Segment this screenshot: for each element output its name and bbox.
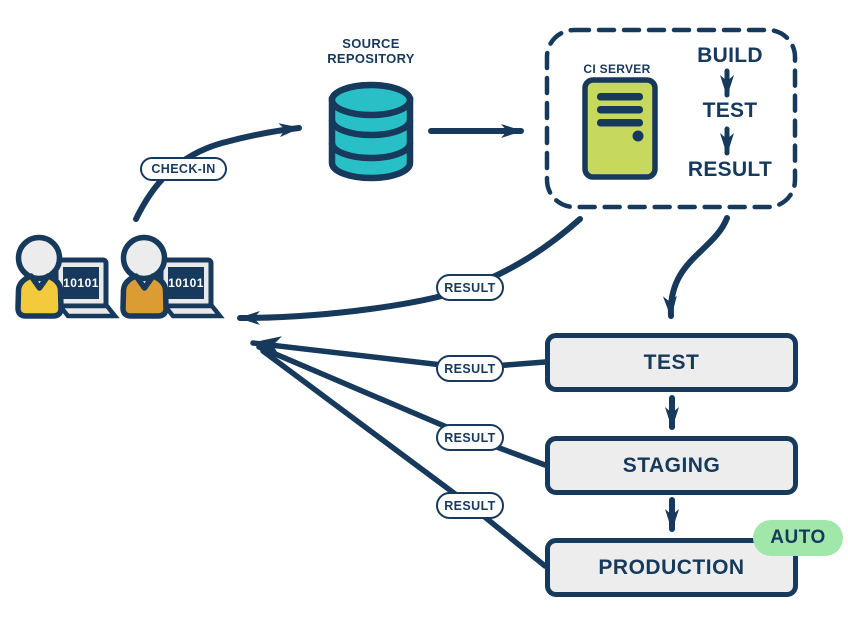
database-icon — [328, 81, 414, 182]
developer-head — [120, 234, 168, 282]
result-arrow-from-ci — [237, 216, 583, 325]
env-box-test: TEST — [545, 333, 798, 392]
laptop-screen-code: 10101 — [168, 276, 204, 290]
env-box-staging: STAGING — [545, 436, 798, 495]
developer-1: 10101 — [15, 234, 120, 319]
result-pill-ci: RESULT — [436, 274, 504, 301]
result-pill-test: RESULT — [436, 355, 504, 382]
result-arrow-from-production — [260, 348, 548, 569]
source-repository-label: SOURCE REPOSITORY — [291, 36, 451, 66]
developer-torso — [15, 273, 64, 319]
check-in-pill: CHECK-IN — [140, 157, 227, 181]
ci-step-build: BUILD — [697, 44, 763, 67]
env-box-production-label: PRODUCTION — [598, 555, 745, 579]
ci-step-result: RESULT — [687, 158, 773, 181]
laptop-base — [160, 303, 225, 319]
ci-to-test-env-arrow — [662, 215, 730, 319]
developer-head — [15, 234, 63, 282]
ci-step-test: TEST — [702, 99, 758, 122]
server-icon — [582, 77, 658, 180]
laptop-screen — [63, 267, 99, 299]
env-box-staging-label: STAGING — [622, 453, 721, 477]
env-box-test-label: TEST — [643, 350, 700, 374]
developer-2: 10101 — [120, 234, 225, 319]
ci-pipeline-boundary — [544, 27, 798, 210]
check-in-arrow — [133, 123, 302, 222]
result-pill-production: RESULT — [436, 492, 504, 519]
source-repository-label-line1: SOURCE — [342, 36, 400, 51]
developer-torso — [120, 273, 169, 319]
laptop-screen — [168, 267, 204, 299]
auto-badge: AUTO — [753, 520, 843, 556]
result-pill-staging: RESULT — [436, 424, 504, 451]
source-repository-label-line2: REPOSITORY — [327, 51, 415, 66]
laptop-base — [55, 303, 120, 319]
ci-server-label: CI SERVER — [583, 62, 651, 76]
laptop-screen-code: 10101 — [63, 276, 99, 290]
